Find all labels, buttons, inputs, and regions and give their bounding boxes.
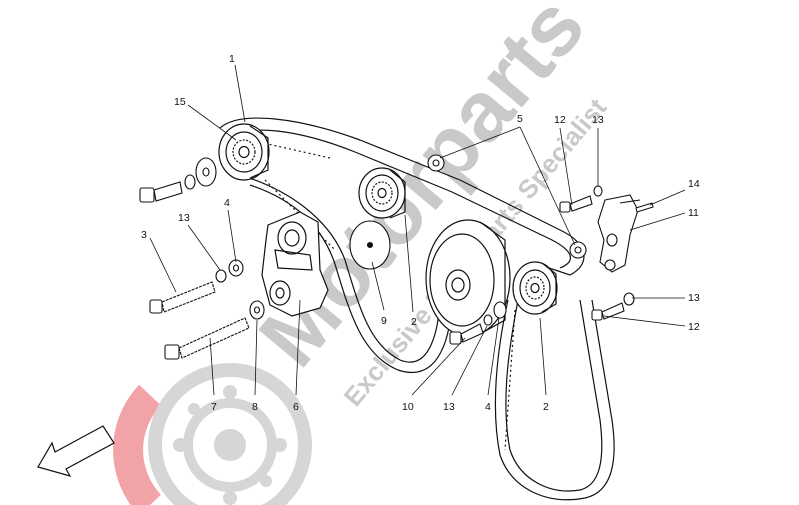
- washer-13-upper-right: [593, 185, 603, 197]
- bolt-long-tensioner: [149, 281, 216, 314]
- callout-7: 7: [211, 401, 217, 413]
- callout-1: 1: [229, 53, 235, 65]
- arrow-icon: [37, 425, 115, 477]
- bolt-long-lower: [164, 317, 250, 360]
- callout-14: 14: [688, 178, 700, 190]
- callout-labels: 1 15 3 13 4 5 12 13 14 11 13 12 9 2 7 8 …: [141, 53, 700, 413]
- callout-13-lower-right: 13: [688, 292, 700, 304]
- washer-upper-left-a: [184, 174, 196, 190]
- callout-12-upper: 12: [554, 114, 566, 126]
- callout-13-upper-right: 13: [592, 114, 604, 126]
- callout-2-lower: 2: [543, 401, 549, 413]
- watermark-brake-disc-icon: [113, 363, 312, 505]
- nut-5-upper: [427, 154, 445, 172]
- bolt-12-lower: [591, 302, 625, 321]
- belt-tensioner: [261, 211, 329, 317]
- callout-4-lower: 4: [485, 401, 491, 413]
- callout-6: 6: [293, 401, 299, 413]
- bolt-12-upper: [559, 195, 593, 213]
- washer-13-left: [215, 269, 227, 283]
- washer-13-lower: [483, 314, 493, 326]
- callout-13-left: 13: [178, 212, 190, 224]
- washer-4-lower: [493, 301, 507, 319]
- fasteners: [139, 154, 635, 360]
- callout-2-center: 2: [411, 316, 417, 328]
- callout-13-lower: 13: [443, 401, 455, 413]
- callout-3: 3: [141, 229, 147, 241]
- callout-10: 10: [402, 401, 414, 413]
- callout-11: 11: [688, 207, 699, 219]
- washer-13-lower-right: [623, 292, 635, 306]
- idler-pulley-center: [358, 167, 406, 219]
- bolt-upper-left: [139, 181, 183, 203]
- idler-pulley-upper-left: [218, 123, 270, 181]
- callout-8: 8: [252, 401, 258, 413]
- callout-9: 9: [381, 315, 387, 327]
- mounting-bracket: [597, 194, 641, 273]
- callout-15: 15: [174, 96, 186, 108]
- spacer-disc: [349, 220, 391, 270]
- callout-5: 5: [517, 113, 523, 125]
- idler-pulley-right: [512, 261, 558, 315]
- nut-5-lower: [569, 241, 587, 259]
- callout-12-lower: 12: [688, 321, 700, 333]
- crankshaft-pulley: [425, 219, 511, 337]
- leader-lines: [149, 64, 686, 396]
- bolt-10: [449, 323, 484, 345]
- callout-4-left: 4: [224, 197, 230, 209]
- sensor-pin: [635, 202, 654, 213]
